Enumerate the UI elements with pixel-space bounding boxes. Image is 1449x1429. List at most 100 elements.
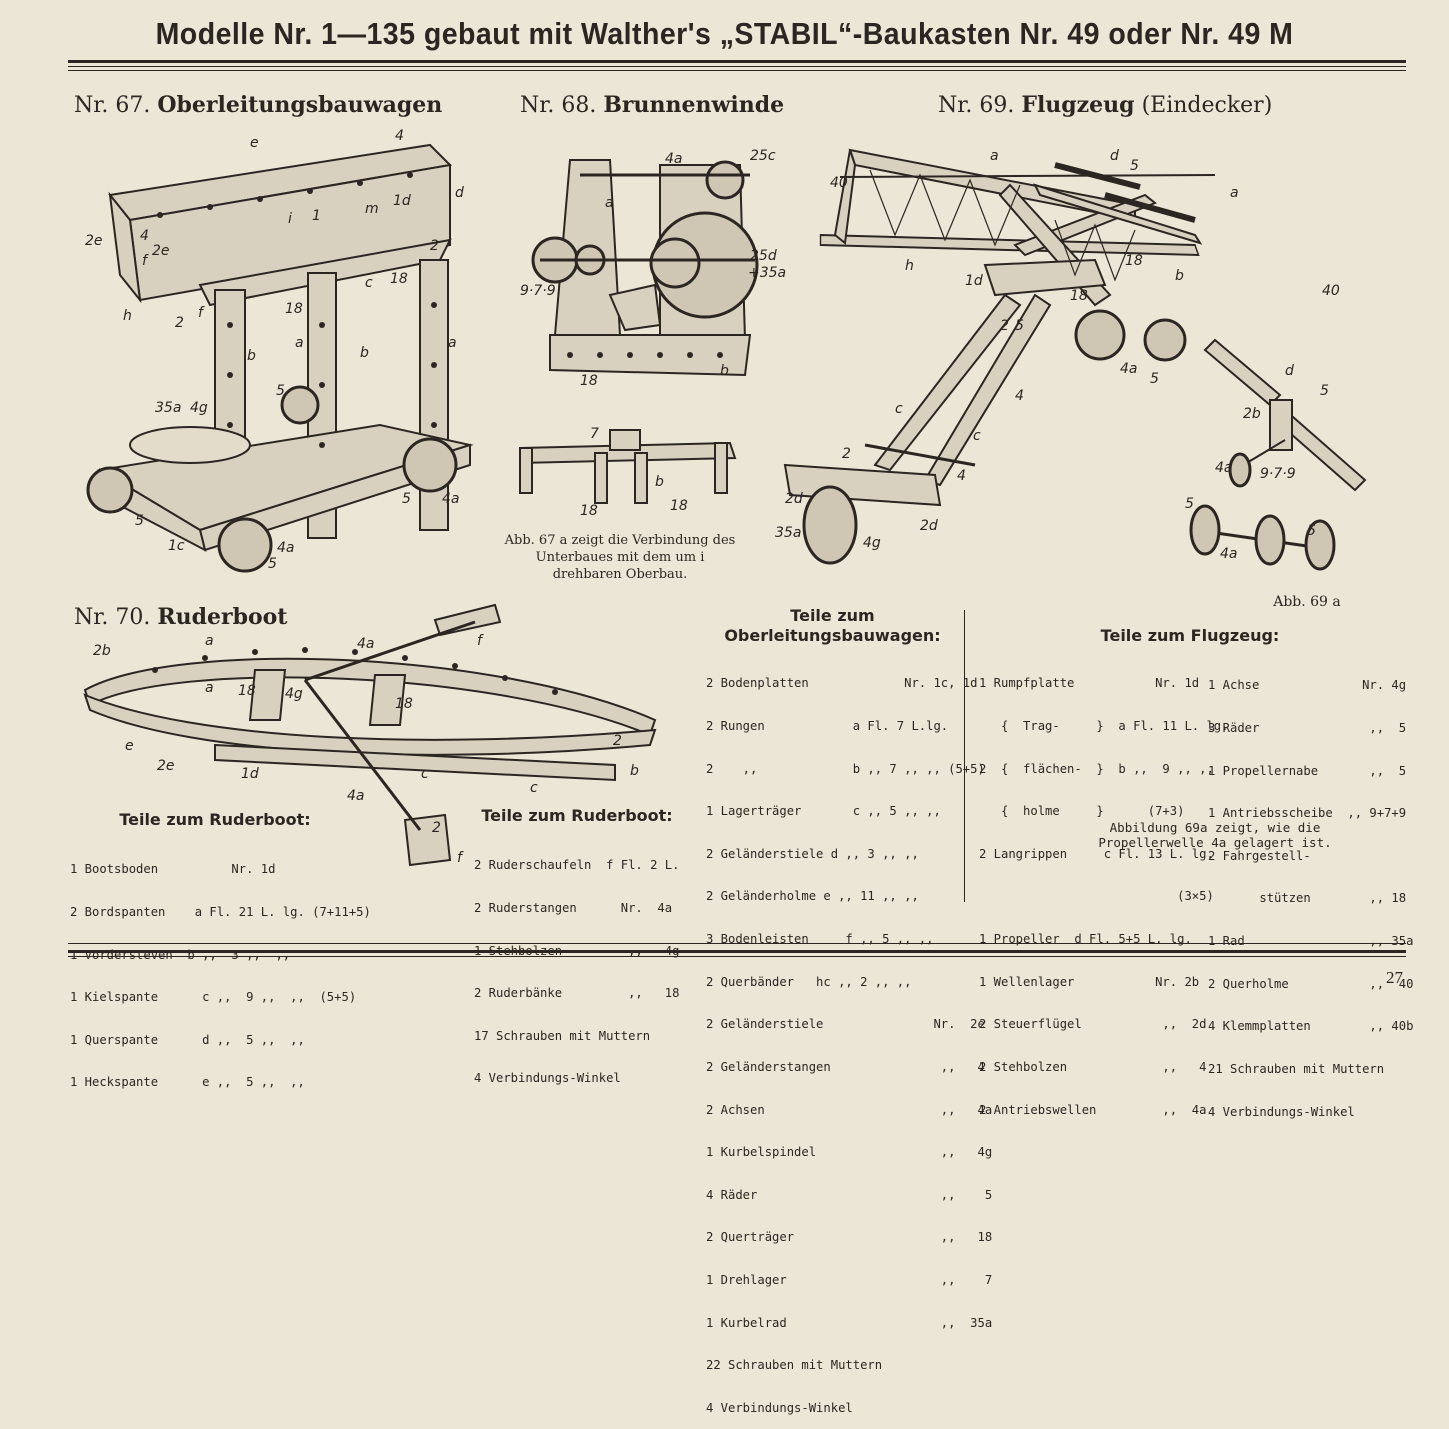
label: 4a xyxy=(1220,546,1238,562)
label: 4g xyxy=(285,686,303,702)
label: b xyxy=(360,345,369,361)
figure-model-67: e 4 d 1d 2e 4 f 2e 2 h 2 f c 18 18 a b b… xyxy=(80,125,480,580)
wheel-icon xyxy=(1304,519,1336,571)
header-rule-thin xyxy=(68,66,1406,67)
model-70-drawing: 2b a 4a f a 18 4g 18 e 2e 1d c c 2 b 4a … xyxy=(83,603,657,867)
label: b xyxy=(630,763,639,779)
label: d xyxy=(1110,148,1119,164)
label: 1d xyxy=(393,193,411,209)
list-item: 2 Steuerflügel ,, 2d xyxy=(979,1017,1207,1032)
list-item: 2 Querbänder hc ,, 2 ,, ,, xyxy=(706,974,912,989)
list-item: 1 Propellernabe ,, 5 xyxy=(1208,763,1407,778)
model-68-number: Nr. 68. xyxy=(520,93,597,118)
list-item: 2 { flächen- } b ,, 9 ,, ,, xyxy=(979,761,1214,776)
wheel-icon xyxy=(280,385,320,425)
parts-ruderboot-list: 1 Bootsboden Nr. 1d 2 Bordspanten a Fl. … xyxy=(70,834,371,1104)
list-item: 2 ,, b ,, 7 ,, ,, (5+5) xyxy=(706,761,985,776)
list-item: 3 Räder ,, 5 xyxy=(1208,721,1407,736)
label: 4g xyxy=(863,535,881,551)
label: 9·7·9 xyxy=(1260,466,1296,482)
figure-67a: 7 b 18 18 xyxy=(510,418,750,519)
list-item: 1 Lagerträger c ,, 5 ,, ,, xyxy=(706,804,941,819)
list-item: 2 Stehbolzen ,, 4 xyxy=(979,1059,1207,1074)
list-item: 21 Schrauben mit Muttern xyxy=(1208,1061,1385,1076)
footer-rule-thin xyxy=(68,943,1406,944)
label: 2 xyxy=(432,820,441,836)
label: f xyxy=(477,633,484,649)
label: b xyxy=(720,363,729,379)
list-item: 1 Wellenlager Nr. 2b xyxy=(979,974,1200,989)
label: f xyxy=(198,305,205,321)
label: 1c xyxy=(168,538,185,554)
model-67-drawing: e 4 d 1d 2e 4 f 2e 2 h 2 f c 18 18 a b b… xyxy=(85,128,474,573)
label: 40 xyxy=(830,175,848,191)
label: 4 xyxy=(140,228,149,244)
label: 5 xyxy=(1185,496,1194,512)
wheel-icon xyxy=(1189,504,1221,556)
label: +35a xyxy=(748,265,786,281)
header-rule-thick xyxy=(68,60,1406,63)
model-70-title: Nr. 70. Ruderboot xyxy=(74,604,287,630)
label: 18 xyxy=(238,683,256,699)
label: 4a xyxy=(347,788,365,804)
caption-abb-69a: Abb. 69 a xyxy=(1273,594,1341,610)
parts-flugzeug-title: Teile zum Flugzeug: xyxy=(1100,626,1280,645)
gear-icon xyxy=(649,237,701,289)
label: 5 xyxy=(276,383,285,399)
parts-oberleitung-list: 2 Bodenplatten Nr. 1c, 1d 2 Rungen a Fl.… xyxy=(706,648,992,1429)
label: 1 xyxy=(312,208,321,224)
list-item: 4 Verbindungs-Winkel xyxy=(706,1400,853,1415)
label: 25c xyxy=(750,148,776,164)
label: 35a xyxy=(155,400,181,416)
model-69-number: Nr. 69. xyxy=(938,93,1015,118)
label: 40 xyxy=(1322,283,1340,299)
label: 5 xyxy=(1307,523,1316,539)
label: 5 xyxy=(1130,158,1139,174)
header-rule-thin-2 xyxy=(68,70,1406,71)
list-item: 2 Ruderbänke ,, 18 xyxy=(474,986,680,1001)
label: 5 xyxy=(135,513,144,529)
label: f xyxy=(142,253,149,269)
label: 4 xyxy=(395,128,404,144)
label: 4a xyxy=(442,491,460,507)
list-item: 2 Langrippen c Fl. 13 L. lg. xyxy=(979,846,1214,861)
list-item: 22 Schrauben mit Muttern xyxy=(706,1358,883,1373)
model-68-title: Nr. 68. Brunnenwinde xyxy=(520,92,784,118)
footer-rule-thin-2 xyxy=(68,956,1406,957)
label: 4a xyxy=(1215,460,1233,476)
label: c xyxy=(421,766,429,782)
label: e xyxy=(250,135,259,151)
parts-oberleitung-title: Teile zum Oberleitungsbauwagen: xyxy=(724,606,941,645)
model-68-name: Brunnenwinde xyxy=(603,92,785,118)
label: 2 xyxy=(842,446,851,462)
list-item: 1 Kurbelrad ,, 35a xyxy=(706,1315,993,1330)
label: 4a xyxy=(665,151,683,167)
list-item: 4 Räder ,, 5 xyxy=(706,1187,993,1202)
parts-flugzeug-list-left: 1 Rumpfplatte Nr. 1d { Trag- } a Fl. 11 … xyxy=(979,648,1228,1131)
label: b xyxy=(247,348,256,364)
label: b xyxy=(655,474,664,490)
list-item: 1 Querspante d ,, 5 ,, ,, xyxy=(70,1032,305,1047)
label: 2 xyxy=(430,238,439,254)
label: h xyxy=(905,258,914,274)
label: a xyxy=(295,335,304,351)
figure-model-69: a d 5 40 a h 1d 18 b 40 2 5 18 4a 5 4 c … xyxy=(775,125,1216,575)
list-item: 4 Verbindungs-Winkel xyxy=(474,1071,621,1086)
label: 2 xyxy=(175,315,184,331)
list-item: 2 Querholme ,, 40 xyxy=(1208,976,1414,991)
list-item: 1 Bootsboden Nr. 1d xyxy=(70,862,276,877)
list-item: 1 Drehlager ,, 7 xyxy=(706,1272,993,1287)
list-item: { holme } (7+3) xyxy=(979,804,1185,819)
wheel-icon xyxy=(802,485,858,565)
label: 5 xyxy=(268,556,277,572)
list-item: 1 Achse Nr. 4g xyxy=(1208,678,1407,693)
label: a xyxy=(990,148,999,164)
model-68-drawing: 4a 25c a 25d +35a 9·7·9 18 b xyxy=(520,148,786,389)
label: 2d xyxy=(920,518,938,534)
label: i xyxy=(288,211,292,227)
footer-rule-thick xyxy=(68,950,1406,953)
label: 25d xyxy=(750,248,777,264)
model-69-name: Flugzeug xyxy=(1021,92,1135,118)
parts-ruderboot-title: Teile zum Ruderboot: xyxy=(119,810,311,829)
label: c xyxy=(365,275,373,291)
